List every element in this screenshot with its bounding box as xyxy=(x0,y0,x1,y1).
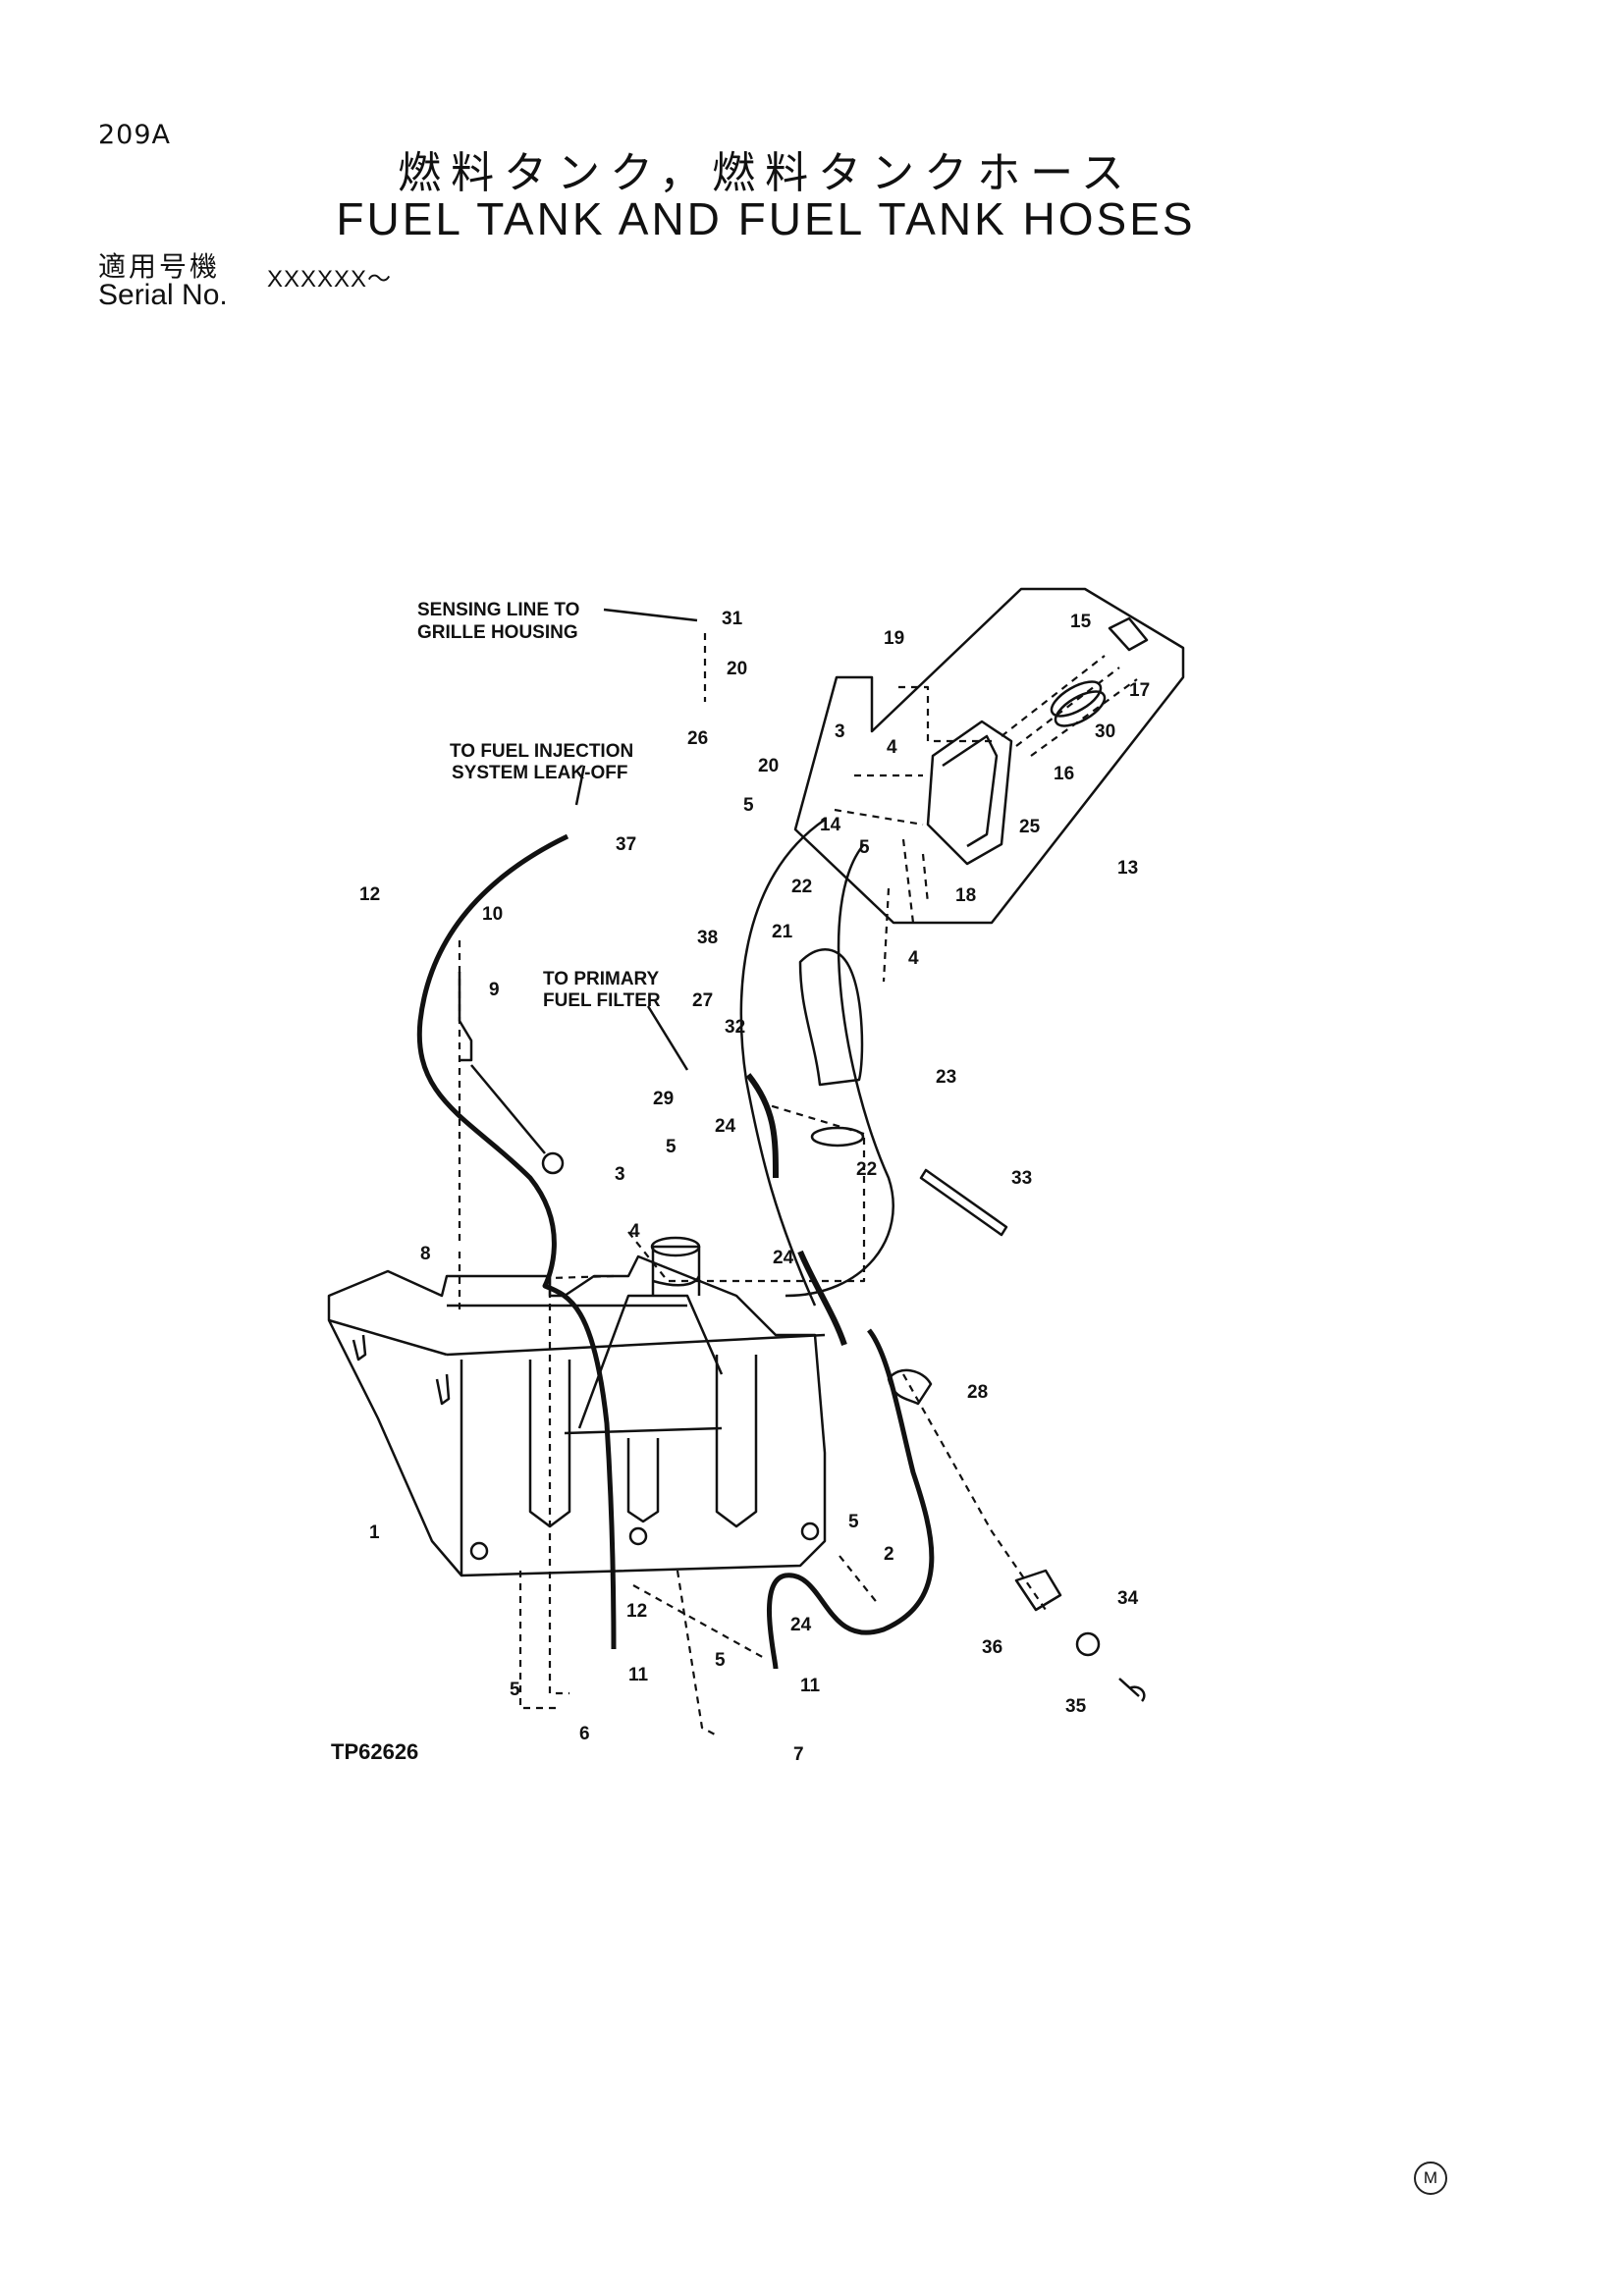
callout-sensing-line-2: GRILLE HOUSING xyxy=(417,622,578,643)
filler-neck-25 xyxy=(926,720,1013,866)
clamp-36 xyxy=(1014,1569,1062,1612)
part-number: 14 xyxy=(820,815,841,835)
callout-sensing-line-1: SENSING LINE TO xyxy=(417,600,579,620)
part-number: 8 xyxy=(420,1244,431,1264)
part-number: 10 xyxy=(482,904,503,925)
clamp-22 xyxy=(810,1126,865,1148)
fuel-tank-1 xyxy=(327,1255,827,1577)
part-number: 1 xyxy=(369,1522,380,1543)
part-number: 11 xyxy=(800,1676,821,1696)
part-number: 24 xyxy=(773,1248,794,1268)
callout-fuel-injection-2: SYSTEM LEAK-OFF xyxy=(452,763,627,783)
part-number: 5 xyxy=(859,837,870,858)
part-number: 21 xyxy=(772,922,793,942)
part-number: 36 xyxy=(982,1637,1002,1658)
part-number: 24 xyxy=(790,1615,812,1635)
part-number: 5 xyxy=(715,1650,726,1671)
part-number: 3 xyxy=(615,1164,625,1185)
part-number: 4 xyxy=(629,1221,640,1242)
part-number: 4 xyxy=(887,737,897,758)
part-number: 5 xyxy=(848,1512,859,1532)
part-number: 34 xyxy=(1117,1588,1139,1609)
part-number: 15 xyxy=(1070,612,1092,632)
part-number: 25 xyxy=(1019,817,1041,837)
part-number: 38 xyxy=(697,928,718,948)
part-number: 18 xyxy=(955,885,976,906)
elbow-hose-21 xyxy=(798,948,864,1087)
part-number: 2 xyxy=(884,1544,894,1565)
part-number: 37 xyxy=(616,834,636,855)
part-number: 13 xyxy=(1117,858,1138,879)
part-number: 19 xyxy=(884,628,904,649)
bolt-35 xyxy=(1118,1678,1146,1702)
tank-filler-spout xyxy=(651,1245,701,1296)
title-english: FUEL TANK AND FUEL TANK HOSES xyxy=(336,193,1196,244)
part-number: 3 xyxy=(835,721,845,742)
part-number: 5 xyxy=(666,1137,677,1157)
return-hose-12 xyxy=(416,833,617,1650)
corner-mark: M xyxy=(1414,2162,1447,2195)
figure-reference: TP62626 xyxy=(331,1739,418,1764)
gasket-30 xyxy=(1054,690,1107,727)
hose-24-upper xyxy=(745,1073,847,1346)
serial-label-english: Serial No. xyxy=(98,279,228,311)
filler-bracket-outline xyxy=(793,587,1185,925)
part-number: 6 xyxy=(579,1724,590,1744)
clamp-28 xyxy=(887,1368,933,1406)
callout-primary-filter-2: FUEL FILTER xyxy=(543,990,661,1011)
fuel-sender-9 xyxy=(458,972,473,1062)
part-number: 20 xyxy=(727,659,747,679)
part-number: 12 xyxy=(626,1601,647,1622)
part-number: 16 xyxy=(1054,764,1074,784)
serial-label-japanese: 適用号機 xyxy=(98,250,221,283)
part-number: 9 xyxy=(489,980,500,1000)
part-number: 22 xyxy=(856,1159,877,1180)
part-number: 23 xyxy=(936,1067,956,1088)
part-number: 22 xyxy=(791,877,812,897)
part-number: 32 xyxy=(725,1017,745,1038)
part-number: 11 xyxy=(628,1665,649,1685)
title-japanese: 燃料タンク，燃料タンクホース xyxy=(398,148,1134,198)
part-number: 28 xyxy=(967,1382,988,1403)
part-number: 26 xyxy=(687,728,708,749)
part-number: 5 xyxy=(510,1680,520,1700)
part-number: 35 xyxy=(1065,1696,1087,1717)
fuel-cap-15 xyxy=(1108,616,1149,652)
callout-fuel-injection-1: TO FUEL INJECTION xyxy=(450,741,633,762)
part-number: 27 xyxy=(692,990,713,1011)
part-number: 12 xyxy=(359,884,380,905)
page-code: 209A xyxy=(98,120,172,150)
hose-24-lower xyxy=(766,1328,935,1670)
washer-34 xyxy=(1075,1631,1101,1657)
part-number: 20 xyxy=(758,756,779,776)
part-number: 24 xyxy=(715,1116,736,1137)
filler-hose-38 xyxy=(739,818,826,1307)
part-number: 30 xyxy=(1095,721,1115,742)
part-number: 29 xyxy=(653,1089,674,1109)
callout-primary-filter-1: TO PRIMARY xyxy=(543,969,660,989)
part-number: 17 xyxy=(1129,680,1150,701)
part-number: 31 xyxy=(722,609,743,629)
bolt-33 xyxy=(919,1168,1008,1237)
part-number: 7 xyxy=(793,1744,804,1765)
part-number: 33 xyxy=(1011,1168,1032,1189)
serial-value: XXXXXX～ xyxy=(267,266,393,293)
part-number: 5 xyxy=(743,795,754,816)
part-number: 4 xyxy=(908,948,919,969)
